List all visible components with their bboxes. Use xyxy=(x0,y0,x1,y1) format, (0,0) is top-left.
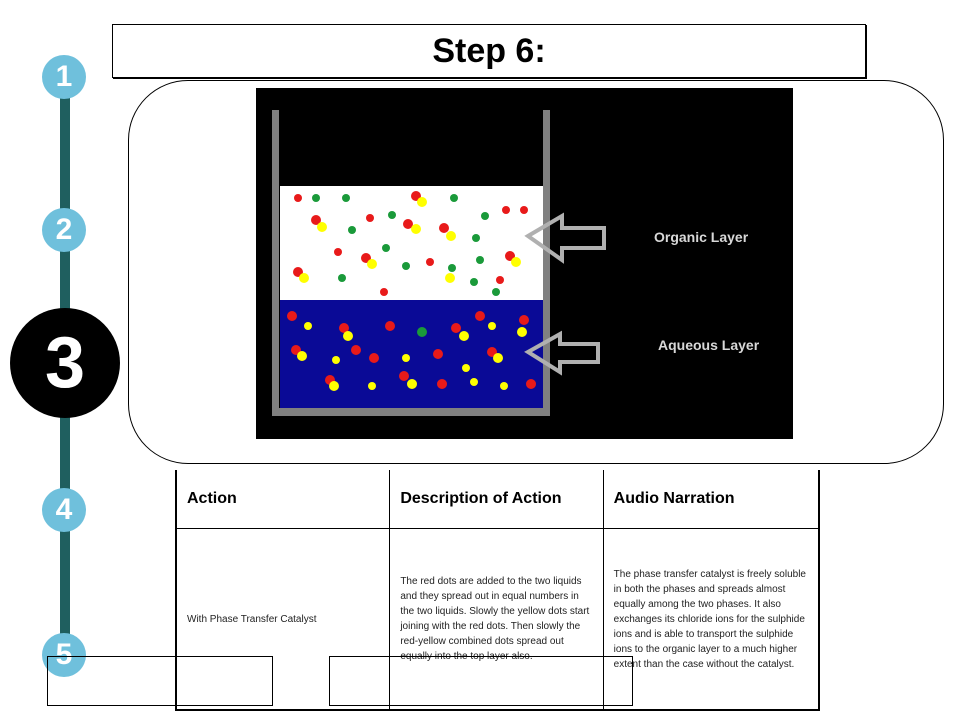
beaker-left-wall xyxy=(272,110,279,416)
phase-transfer-diagram: Organic Layer Aqueous Layer xyxy=(256,88,793,439)
aqueous-layer-label: Aqueous Layer xyxy=(658,337,760,353)
step-3-current: 3 xyxy=(10,308,120,418)
layer-boundary xyxy=(280,300,544,303)
step-1-button[interactable]: 1 xyxy=(42,55,86,99)
page-title: Step 6: xyxy=(112,24,866,78)
empty-box-right xyxy=(329,656,633,706)
column-header-action: Action xyxy=(175,470,391,529)
aqueous-layer-dots xyxy=(287,311,536,391)
step-2-button[interactable]: 2 xyxy=(42,208,86,252)
action-cell: With Phase Transfer Catalyst xyxy=(175,528,391,710)
beaker-right-wall xyxy=(543,110,550,416)
table-row: With Phase Transfer Catalyst The red dot… xyxy=(175,528,820,710)
organic-layer-arrow-icon xyxy=(524,212,606,264)
aqueous-layer xyxy=(280,302,544,408)
empty-box-left xyxy=(47,656,273,706)
action-table: Action Description of Action Audio Narra… xyxy=(175,470,820,711)
organic-layer-label: Organic Layer xyxy=(654,229,749,245)
column-header-description: Description of Action xyxy=(389,470,604,529)
aqueous-layer-arrow-icon xyxy=(524,330,600,376)
column-header-narration: Audio Narration xyxy=(602,470,820,529)
step-4-button[interactable]: 4 xyxy=(42,488,86,532)
organic-layer-dots xyxy=(293,191,528,296)
organic-layer xyxy=(280,186,544,302)
beaker-bottom xyxy=(272,408,550,416)
narration-cell: The phase transfer catalyst is freely so… xyxy=(602,528,820,710)
step-5-button[interactable]: 5 xyxy=(42,633,86,677)
